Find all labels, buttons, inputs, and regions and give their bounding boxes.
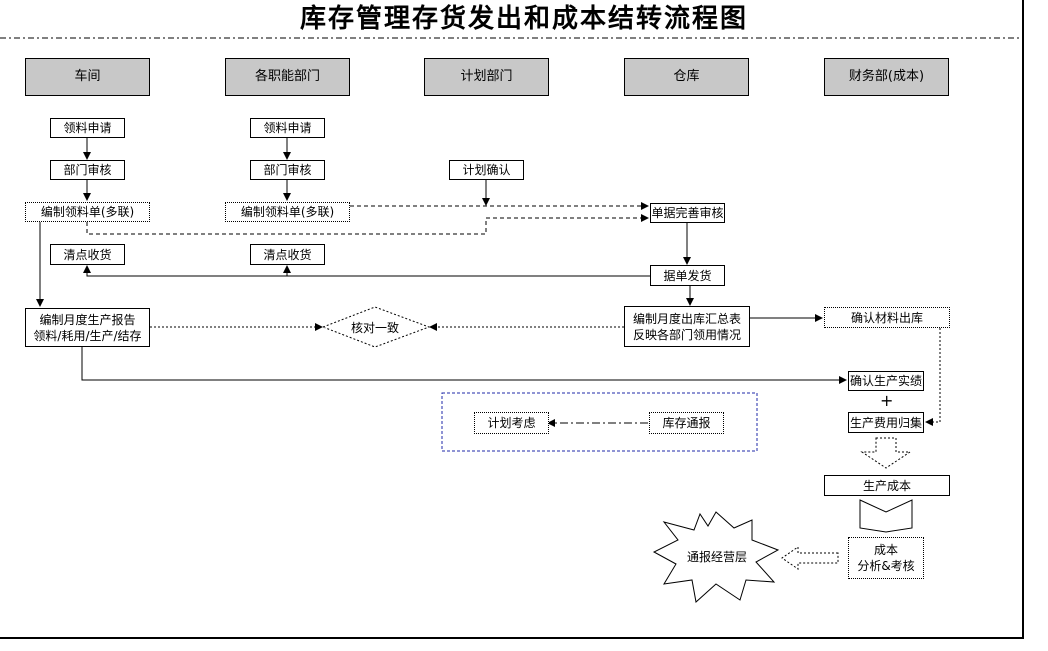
notify-management-label: 通报经营层 (686, 549, 747, 564)
workshop-review-box: 部门审核 (50, 160, 125, 180)
cost-analysis-line1: 成本 (873, 543, 898, 557)
functional-receive-box: 清点收货 (250, 244, 325, 265)
workshop-report-line1: 编制月度生产报告 (39, 312, 136, 327)
warehouse-summary-box: 编制月度出库汇总表 反映各部门领用情况 (624, 306, 750, 347)
page-title: 库存管理存货发出和成本结转流程图 (299, 4, 748, 34)
dept-header-workshop: 车间 (25, 58, 150, 96)
dept-header-finance: 财务部(成本) (824, 58, 949, 96)
cost-analysis-box: 成本 分析&考核 (848, 537, 924, 579)
plus-sign: + (880, 391, 894, 410)
expense-box: 生产费用归集 (848, 412, 924, 433)
stock-report-box: 库存通报 (649, 412, 724, 434)
workshop-report-line2: 领料/耗用/生产/结存 (33, 328, 142, 343)
confirm-material-box: 确认材料出库 (824, 307, 950, 328)
dept-header-functional: 各职能部门 (225, 58, 350, 96)
reconcile-diamond-label: 核对一致 (350, 320, 399, 335)
confirm-production-box: 确认生产实绩 (848, 371, 924, 391)
frame-border-right (1022, 0, 1024, 638)
warehouse-doc-review-box: 单据完善审核 (650, 203, 725, 223)
functional-form-box: 编制领料单(多联) (225, 202, 350, 222)
workshop-form-box: 编制领料单(多联) (25, 202, 150, 222)
functional-request-box: 领料申请 (250, 118, 325, 138)
production-cost-box: 生产成本 (824, 475, 950, 496)
functional-review-box: 部门审核 (250, 160, 325, 180)
workshop-report-box: 编制月度生产报告 领料/耗用/生产/结存 (25, 308, 150, 347)
plan-consider-box: 计划考虑 (474, 412, 549, 434)
warehouse-dispatch-box: 据单发货 (650, 265, 725, 286)
cost-analysis-line2: 分析&考核 (857, 559, 915, 573)
warehouse-summary-line1: 编制月度出库汇总表 (632, 311, 741, 326)
frame-border-bottom (0, 637, 1024, 639)
warehouse-summary-line2: 反映各部门领用情况 (632, 327, 741, 342)
dept-header-warehouse: 仓库 (624, 58, 749, 96)
planning-confirm-box: 计划确认 (449, 160, 524, 180)
dept-header-planning: 计划部门 (424, 58, 549, 96)
workshop-receive-box: 清点收货 (50, 244, 125, 265)
workshop-request-box: 领料申请 (50, 118, 125, 138)
